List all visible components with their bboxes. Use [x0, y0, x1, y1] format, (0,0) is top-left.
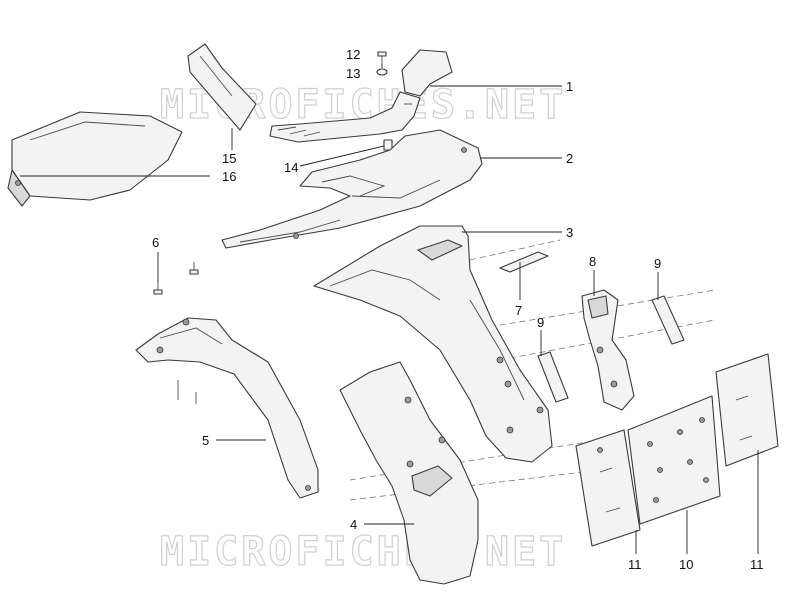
callout-1: 1: [566, 79, 573, 94]
part-9-lens-right: [651, 295, 685, 345]
callout-16: 16: [222, 169, 236, 184]
part-8-plate-holder: [581, 289, 635, 411]
part-11-plate-right: [715, 353, 779, 467]
callout-9-left: 9: [537, 315, 544, 330]
part-2-grab-rail: [221, 129, 483, 249]
callout-14: 14: [284, 160, 298, 175]
callout-5: 5: [202, 433, 209, 448]
part-4-inner-mudguard: [339, 361, 479, 585]
part-11-plate-left: [575, 429, 641, 547]
part-16-side-panel: [7, 111, 183, 207]
callout-9-right: 9: [654, 256, 661, 271]
part-13-washer: [376, 68, 388, 76]
part-5-support-bracket: [135, 317, 319, 499]
callout-4: 4: [350, 517, 357, 532]
part-6-screws: [153, 262, 199, 295]
callout-10: 10: [679, 557, 693, 572]
watermark-bottom: MICROFICHES.NET: [160, 529, 566, 575]
callout-11-left: 11: [628, 557, 642, 572]
part-10-plate-base: [627, 395, 721, 525]
part-15-cover-flap: [187, 43, 257, 131]
part-3-rear-mudguard: [313, 225, 553, 463]
part-9-lens-left: [537, 351, 569, 403]
part-1-bracket: [269, 49, 453, 143]
callout-6: 6: [152, 235, 159, 250]
callout-7: 7: [515, 303, 522, 318]
part-14-bolt: [383, 139, 393, 151]
callout-13: 13: [346, 66, 360, 81]
callout-8: 8: [589, 254, 596, 269]
leader-lines: [20, 64, 759, 554]
part-12-screw: [377, 51, 387, 64]
callout-labels: 1 2 3 4 5 6 7 8 9 9 10 11 11 12 13 14 15…: [152, 47, 764, 572]
callout-2: 2: [566, 151, 573, 166]
callout-11-right: 11: [750, 557, 764, 572]
part-7-reflector: [499, 251, 549, 273]
callout-15: 15: [222, 151, 236, 166]
callout-3: 3: [566, 225, 573, 240]
callout-12: 12: [346, 47, 360, 62]
